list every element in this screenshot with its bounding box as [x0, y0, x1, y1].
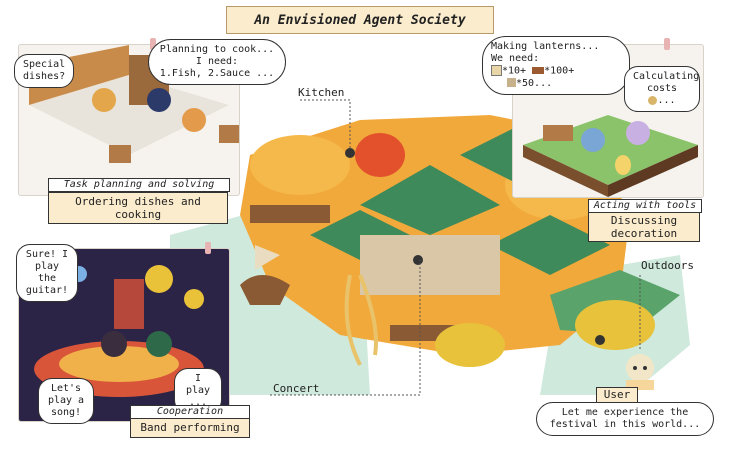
thought-line-2: I need: [195, 56, 239, 67]
band-panel-pin [205, 242, 211, 254]
costs-extra-row: ... [633, 95, 691, 107]
lanterns-illustration [523, 115, 698, 197]
money-bag-icon [648, 95, 658, 105]
kitchen-label: Kitchen [298, 86, 345, 99]
calculating-costs-bubble: Calculating costs ... [624, 66, 700, 112]
special-dishes-bubble: Special dishes? [14, 54, 74, 88]
sure-guitar-bubble: Sure! I play the guitar! [16, 244, 78, 302]
user-label: User [596, 387, 638, 403]
paper-material-icon [491, 65, 502, 76]
lanterns-caption-head: Acting with tools [588, 199, 702, 213]
lantern-material-row-2: *50... [491, 78, 621, 90]
wood-quantity: *100+ [544, 65, 575, 77]
lantern-thought-line-1: Making lanterns... [491, 41, 600, 52]
band-caption: Band performing [130, 418, 250, 438]
thought-line-3: 1.Fish, 2.Sauce ... [159, 68, 275, 79]
kitchen-caption: Ordering dishes and cooking [48, 192, 228, 224]
user-avatar [626, 354, 654, 390]
lantern-material-row: *10+ *100+ [491, 65, 621, 78]
lanterns-panel-pin [664, 38, 670, 50]
lanterns-caption: Discussing decoration [588, 212, 700, 242]
wood-material-icon [532, 67, 545, 74]
string-material-icon [507, 78, 516, 87]
paper-quantity: *10+ [502, 65, 527, 77]
planning-cook-thought-bubble: Planning to cook... I need: 1.Fish, 2.Sa… [148, 39, 286, 85]
thought-line-1: Planning to cook... [159, 44, 275, 55]
kitchen-caption-head: Task planning and solving [48, 178, 230, 192]
kitchen-panel-pin [150, 38, 156, 50]
string-quantity: *50... [516, 77, 553, 89]
costs-ellipsis: ... [657, 95, 676, 106]
lets-play-song-bubble: Let's play a song! [38, 378, 94, 424]
diagram-title: An Envisioned Agent Society [226, 6, 494, 34]
outdoors-label: Outdoors [641, 259, 694, 272]
concert-label: Concert [273, 382, 320, 395]
making-lanterns-thought-bubble: Making lanterns... We need: *10+ *100+ *… [482, 36, 630, 95]
costs-text: Calculating costs [633, 71, 700, 94]
lantern-thought-line-2: We need: [491, 53, 540, 64]
user-request-bubble: Let me experience the festival in this w… [536, 402, 714, 436]
band-caption-head: Cooperation [130, 405, 250, 419]
